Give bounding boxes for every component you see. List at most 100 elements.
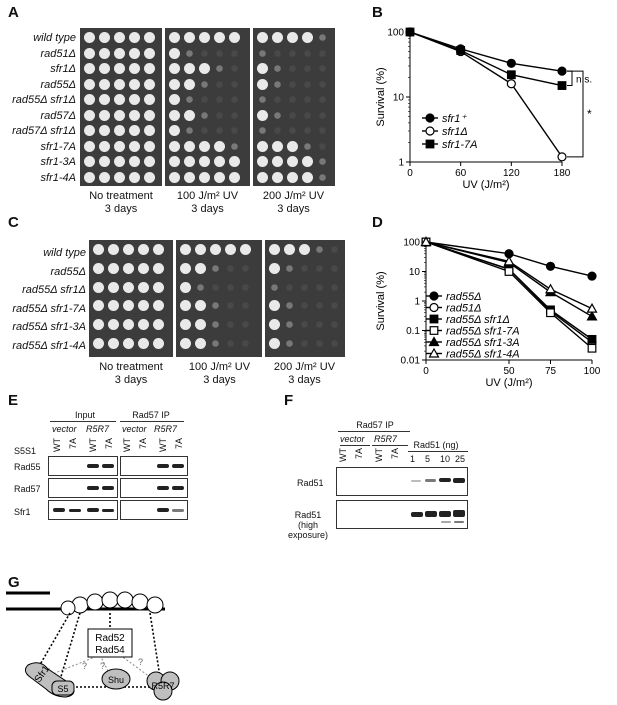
plate-a-2 <box>253 28 335 186</box>
colony-spot <box>138 244 149 255</box>
strain-label: wild type <box>43 247 86 259</box>
colony-spot <box>272 140 283 152</box>
colony-spot <box>212 340 219 347</box>
colony-spot <box>269 338 280 349</box>
y-axis-label: Survival (%) <box>375 271 387 330</box>
strain-label: rad51Δ <box>40 47 76 60</box>
colony-spot <box>259 49 266 57</box>
colony-spot <box>274 80 281 88</box>
colony-spot <box>304 80 311 88</box>
colony-spot <box>99 109 110 121</box>
colony-spot <box>129 47 140 59</box>
colony-spot <box>129 171 140 183</box>
colony-spot <box>99 32 110 43</box>
colony-spot <box>197 283 204 291</box>
data-point <box>557 152 567 162</box>
colony-spot <box>227 302 234 310</box>
colony-spot <box>153 300 164 312</box>
blot-label-line: (high exposure) <box>287 520 329 540</box>
f-blot-label: Rad51 <box>297 478 324 488</box>
colony-spot <box>180 281 191 293</box>
rad52-rad54-box <box>87 628 133 658</box>
data-point <box>587 343 597 353</box>
colony-spot <box>274 65 281 72</box>
blot-rad55-input <box>48 456 118 476</box>
colony-spot <box>302 156 313 167</box>
colony-spot <box>114 156 125 167</box>
colony-spot <box>138 319 149 331</box>
f-ip-bracket <box>338 431 410 432</box>
data-point <box>557 81 567 90</box>
colony-spot <box>93 319 104 331</box>
lane-label: 7A <box>138 438 148 450</box>
data-point <box>428 347 440 358</box>
blot-label: Sfr1 <box>14 507 31 517</box>
weak-interactions <box>54 654 151 678</box>
colony-spot <box>319 80 326 88</box>
s5-shape <box>51 680 75 696</box>
colony-spot <box>319 111 326 119</box>
colony-spot <box>180 244 191 255</box>
colony-spot <box>257 109 268 121</box>
lane-label: WT <box>88 438 98 452</box>
r5r7-shape <box>146 671 180 701</box>
caption-line: No treatment <box>99 361 163 373</box>
x-tick-label: 0 <box>423 366 429 377</box>
caption-line: No treatment <box>89 190 153 202</box>
colony-spot <box>302 171 313 183</box>
colony-spot <box>129 32 140 43</box>
colony-spot <box>195 300 206 312</box>
data-point <box>586 310 598 321</box>
data-point <box>504 267 514 276</box>
lane-label: 7A <box>390 448 400 460</box>
s5s1-label: S5S1 <box>14 446 37 456</box>
colony-spot <box>184 140 195 152</box>
colony-spot <box>286 264 293 272</box>
colony-spot <box>99 171 110 183</box>
panel-label-f: F <box>284 392 294 409</box>
colony-spot <box>331 302 338 310</box>
x-tick-label: 180 <box>554 168 571 179</box>
colony-spot <box>316 283 323 291</box>
blot-label-line: Rad51 <box>294 510 322 520</box>
colony-spot <box>199 156 210 167</box>
colony-spot <box>99 94 110 105</box>
r5r7-label: R5R7 <box>86 424 110 434</box>
lane-label: WT <box>374 448 384 462</box>
colony-spot <box>123 244 134 255</box>
legend-label: sfr1⁺ <box>442 113 467 125</box>
colony-spot <box>284 244 295 255</box>
colony-spot <box>144 109 155 121</box>
colony-spot <box>186 96 193 103</box>
colony-spot <box>229 156 240 167</box>
caption-line: 100 J/m² UV <box>176 190 239 202</box>
colony-spot <box>169 94 180 105</box>
colony-spot <box>195 244 206 255</box>
colony-spot <box>257 63 268 74</box>
colony-spot <box>180 319 191 331</box>
colony-spot <box>331 321 338 328</box>
colony-spot <box>331 246 338 253</box>
y-tick-label: 0.1 <box>406 326 420 337</box>
data-point <box>544 283 557 294</box>
colony-spot <box>195 338 206 349</box>
colony-spot <box>287 156 298 167</box>
caption-line: 3 days <box>277 203 310 215</box>
colony-spot <box>129 94 140 105</box>
data-point <box>428 336 440 347</box>
x-axis-label: UV (J/m²) <box>462 179 509 191</box>
plate-a-caption-0: No treatment 3 days <box>80 190 162 216</box>
colony-spot <box>231 142 238 150</box>
colony-spot <box>257 32 268 43</box>
colony-spot <box>231 80 238 88</box>
colony-spot <box>138 281 149 293</box>
f-ip-label: Rad57 IP <box>356 420 394 430</box>
caption-line: 100 J/m² UV <box>188 361 251 373</box>
colony-spot <box>229 171 240 183</box>
lane-label: 7A <box>174 438 184 450</box>
caption-line: 3 days <box>203 374 236 386</box>
panel-a-strain-list: wild type rad51Δ sfr1Δ rad55Δ rad55Δ sfr… <box>0 31 76 186</box>
colony-spot <box>231 127 238 134</box>
